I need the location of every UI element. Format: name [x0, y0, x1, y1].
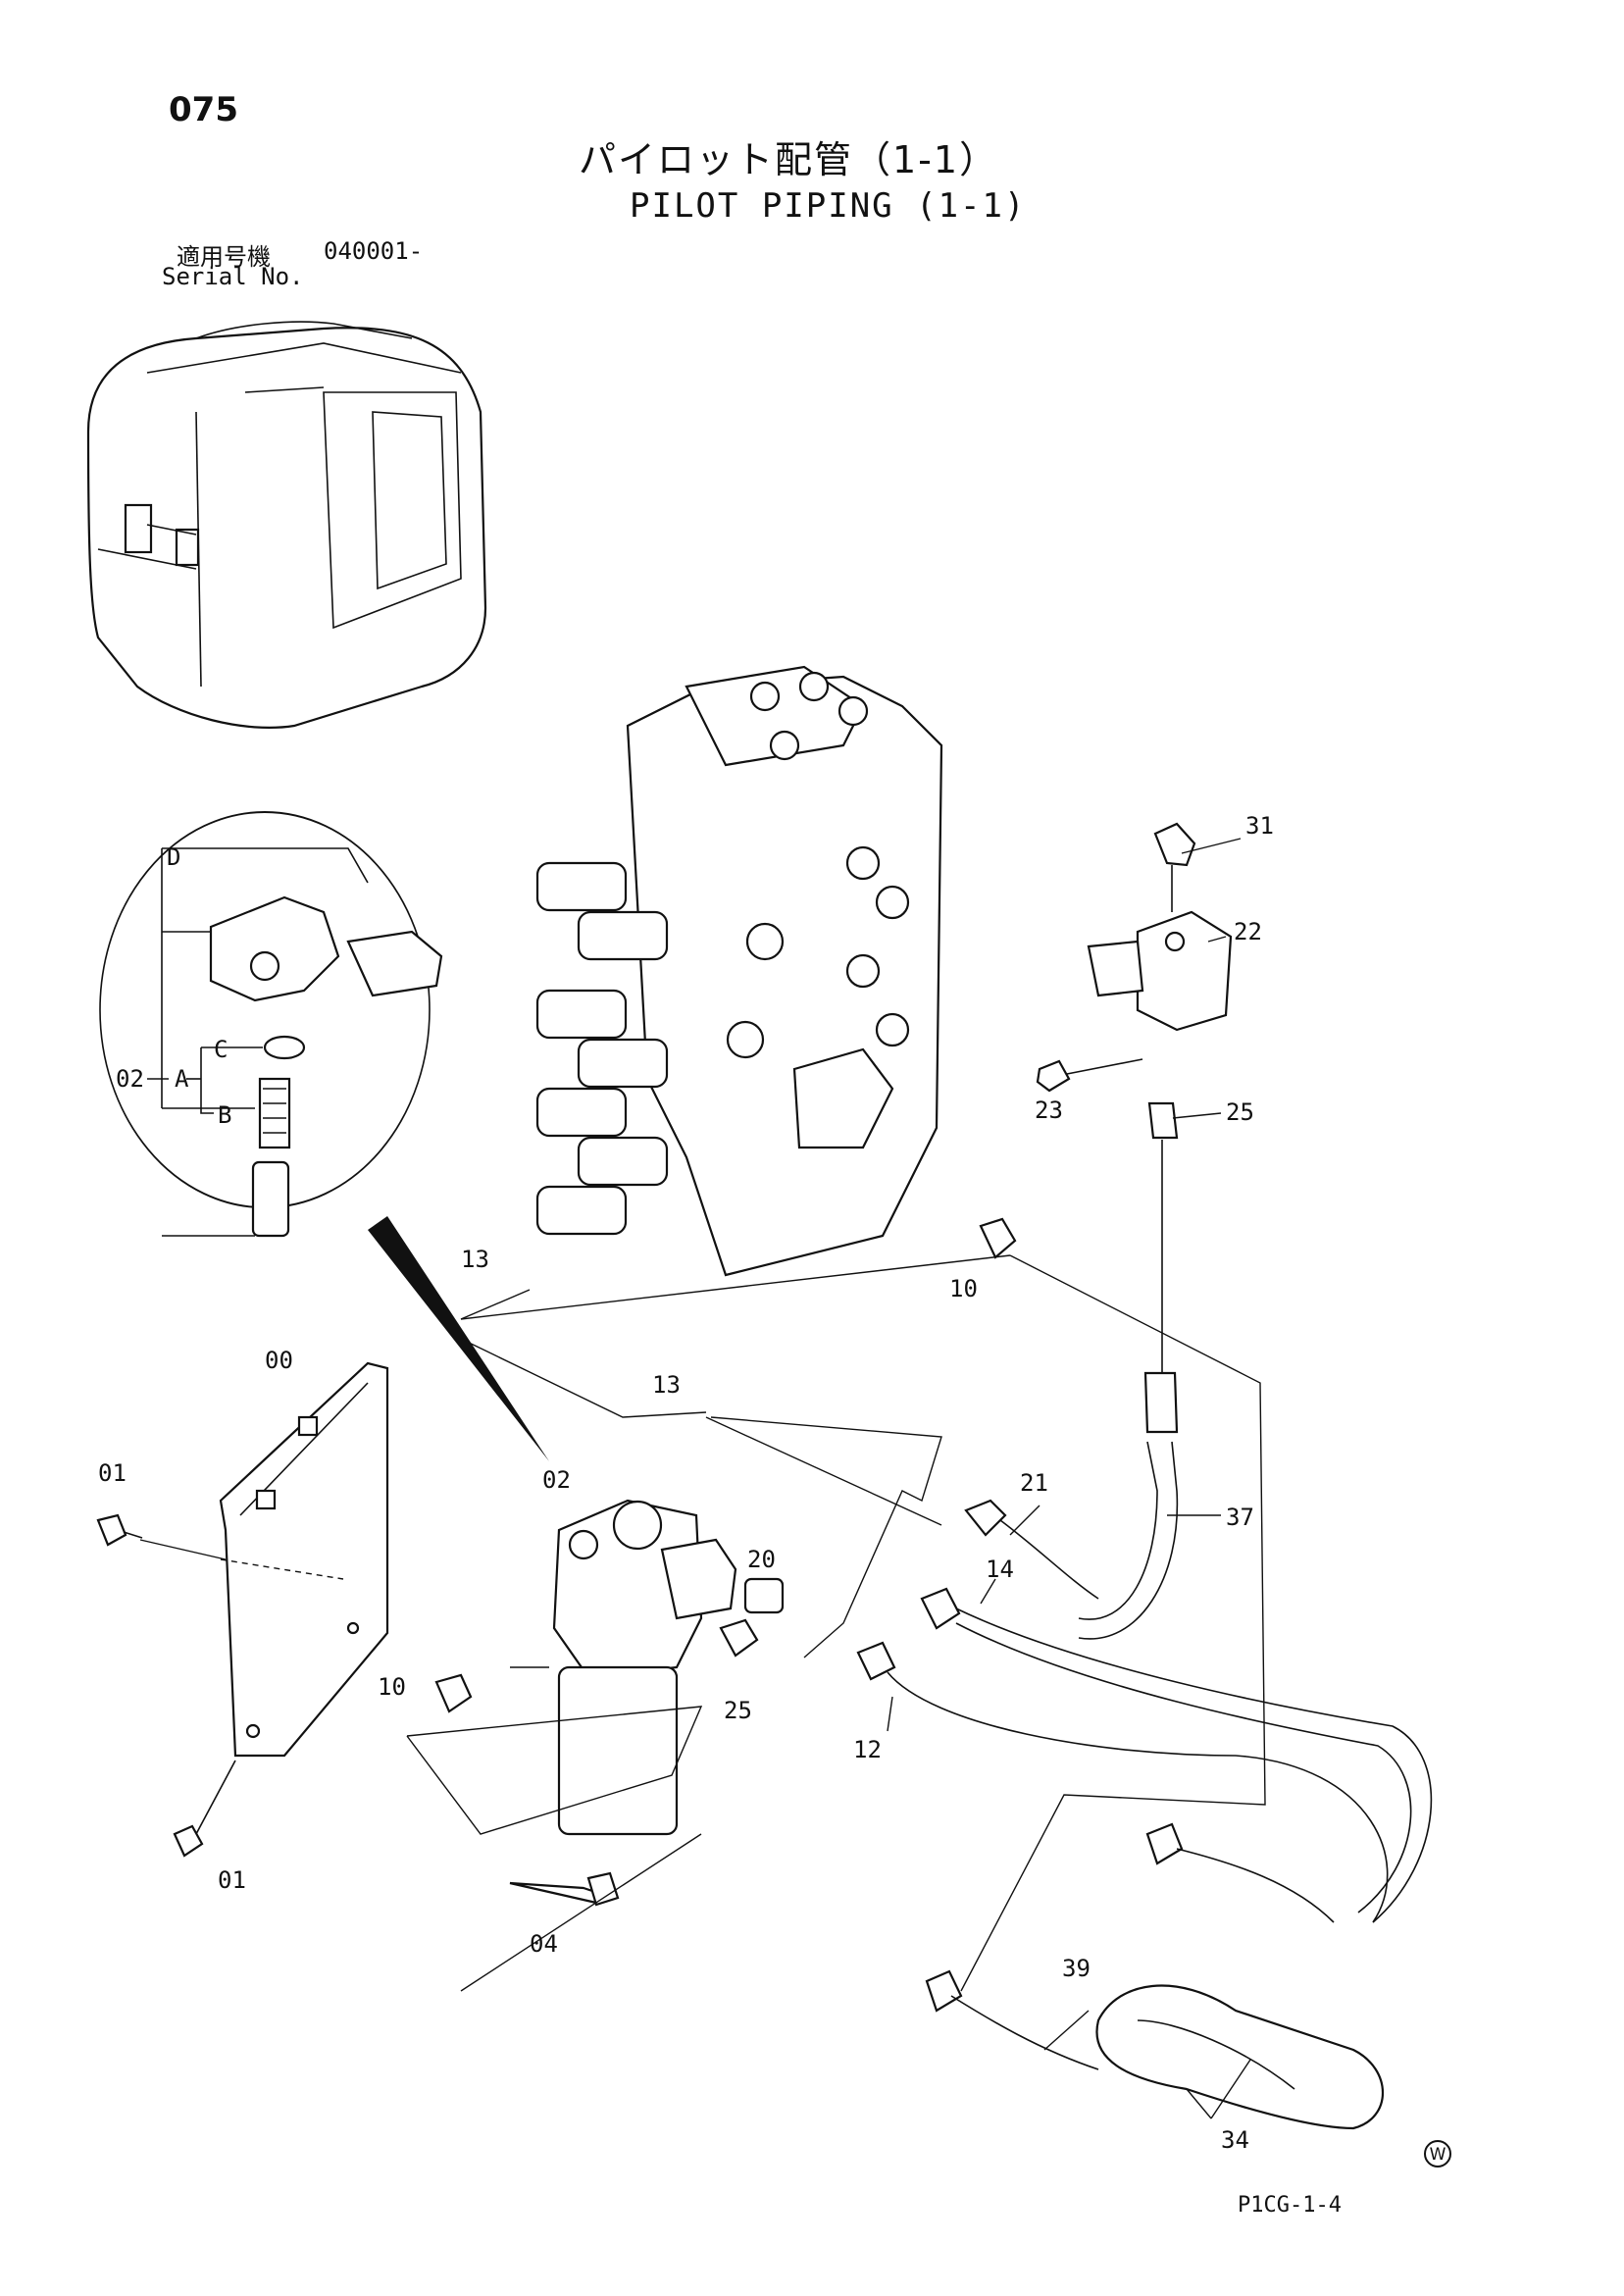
- bracket: [219, 1361, 389, 1758]
- callout-13-center: 13: [652, 1371, 681, 1399]
- page-title-japanese: パイロット配管（1-1）: [579, 138, 999, 181]
- callout-01-lower: 01: [218, 1866, 246, 1894]
- callout-39: 39: [1062, 1955, 1091, 1982]
- page-number: 075: [169, 90, 238, 129]
- svg-text:W: W: [1430, 2145, 1446, 2165]
- hoses: [856, 1441, 1433, 2130]
- callout-34: 34: [1221, 2126, 1249, 2154]
- callout-00: 00: [265, 1347, 293, 1374]
- serial-label-english: Serial No.: [162, 263, 304, 290]
- control-valve: [535, 665, 943, 1277]
- callout-10-left: 10: [378, 1673, 406, 1701]
- page-title-english: PILOT PIPING (1-1): [630, 186, 1027, 226]
- solenoid-valve-group: [979, 822, 1233, 1434]
- callout-23: 23: [1035, 1097, 1063, 1124]
- callout-02: 02: [542, 1466, 571, 1494]
- callout-22: 22: [1234, 918, 1262, 945]
- callout-31: 31: [1245, 812, 1274, 840]
- filter-detail-circle: D C A B 02: [99, 811, 549, 1461]
- detail-label-a: A: [175, 1065, 189, 1093]
- pipe-routing-lines: [139, 838, 1266, 2119]
- detail-label-c: C: [214, 1036, 228, 1063]
- callout-37: 37: [1226, 1504, 1254, 1531]
- watermark-circle-w-icon: W: [1424, 2140, 1451, 2168]
- callout-01-upper: 01: [98, 1459, 127, 1487]
- drawing-code: P1CG-1-4: [1238, 2193, 1342, 2218]
- callout-13-left: 13: [461, 1246, 489, 1273]
- callout-12: 12: [853, 1736, 882, 1763]
- detail-label-d: D: [167, 843, 180, 871]
- callout-10-right: 10: [949, 1275, 978, 1302]
- pilot-filter: [434, 1499, 785, 1836]
- callout-04: 04: [530, 1930, 558, 1958]
- cab-thumbnail: [86, 321, 487, 729]
- callout-25-upper: 25: [1226, 1098, 1254, 1126]
- callout-14: 14: [986, 1556, 1014, 1583]
- part-callouts: 31 22 23 25 13 10 13 00 01 02 20 21 37 1…: [98, 812, 1274, 2154]
- callout-21: 21: [1020, 1469, 1048, 1497]
- serial-label-japanese: 適用号機: [177, 243, 271, 271]
- callout-20: 20: [747, 1546, 776, 1573]
- serial-number-value: 040001-: [324, 237, 424, 265]
- detail-label-b: B: [218, 1101, 231, 1129]
- callout-25-lower: 25: [724, 1697, 752, 1724]
- detail-label-assembly: 02: [116, 1065, 144, 1093]
